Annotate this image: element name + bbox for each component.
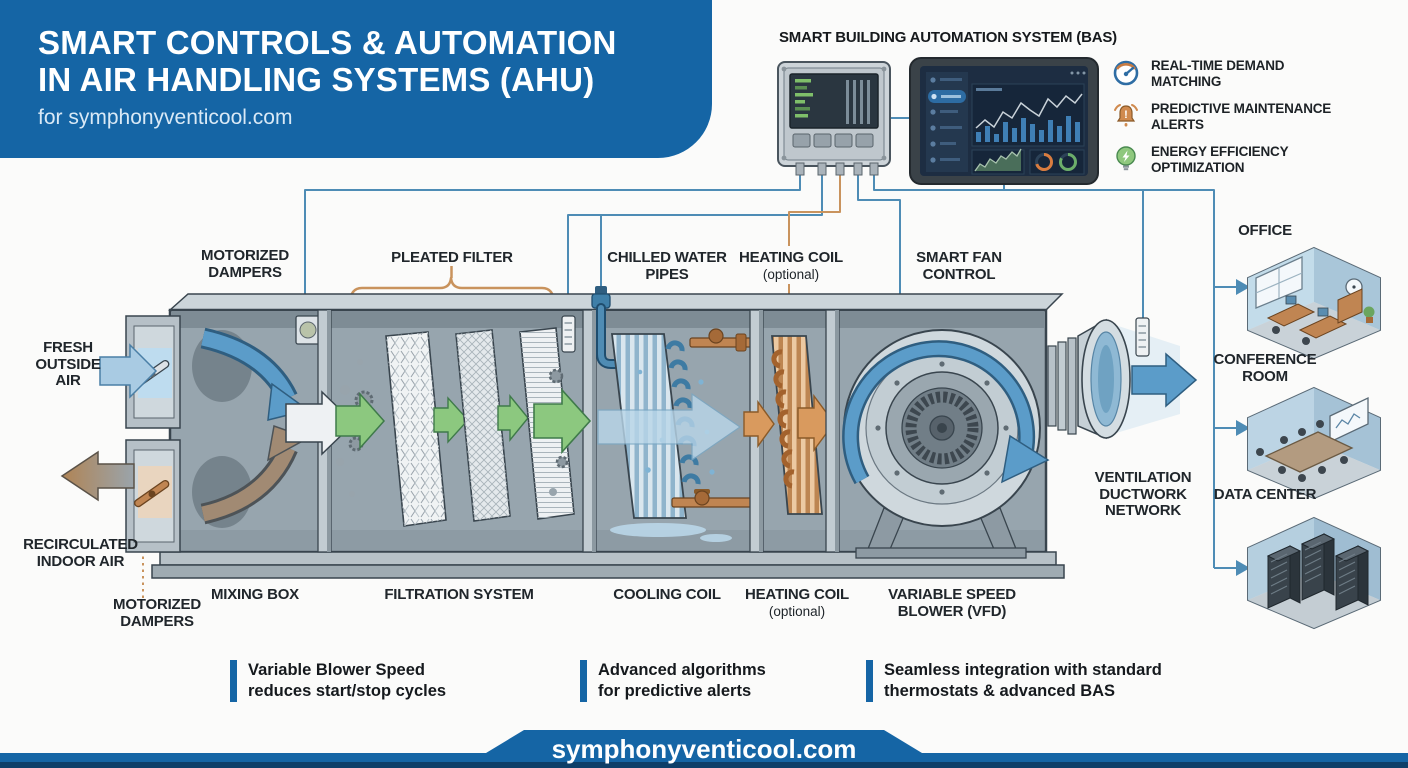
label-motorized-dampers-bottom: MOTORIZED DAMPERS [113,596,201,630]
room-datacenter-illustration [1247,516,1381,630]
mixing-box-section [192,315,321,528]
page-title: SMART CONTROLS & AUTOMATION IN AIR HANDL… [38,24,617,99]
bullet-bar [580,660,587,702]
heating-coil-section [743,335,835,515]
footer-banner [0,730,1408,768]
alert-bell-icon: ! [1112,102,1142,130]
feature-real-time-demand: REAL-TIME DEMAND MATCHING [1112,58,1362,90]
feature-predictive-maintenance: ! PREDICTIVE MAINTENANCE ALERTS [1112,101,1362,133]
label-room-office: OFFICE [1238,222,1292,239]
blower-section [842,329,1050,559]
feature-energy-efficiency: ENERGY EFFICIENCY OPTIMIZATION [1112,144,1362,176]
header-banner: SMART CONTROLS & AUTOMATION IN AIR HANDL… [0,0,712,158]
label-filtration-system: FILTRATION SYSTEM [384,586,534,603]
label-heating-coil-bottom: HEATING COIL (optional) [745,586,849,619]
label-recirculated-indoor-air: RECIRCULATED INDOOR AIR [23,536,138,570]
label-room-datacenter: DATA CENTER [1213,486,1317,503]
filtered-air-arrow [533,387,592,455]
label-motorized-dampers-top: MOTORIZED DAMPERS [201,247,289,281]
bullet-bar [230,660,237,702]
svg-text:!: ! [1124,109,1128,121]
label-cooling-coil: COOLING COIL [613,586,721,603]
label-pleated-filter: PLEATED FILTER [391,249,513,266]
fresh-air-arrow [99,343,158,399]
label-heating-coil-top: HEATING COIL (optional) [739,249,843,282]
page-subtitle: for symphonyventicool.com [38,105,293,129]
outlet-duct [1047,317,1198,440]
bullet-bar [866,660,873,702]
tablet-dashboard-illustration [909,57,1099,185]
ahu-unit [60,286,1065,579]
bas-title: SMART BUILDING AUTOMATION SYSTEM (BAS) [779,29,1117,46]
duct-sensor [561,315,576,353]
cooling-coil-section [591,286,761,542]
label-fresh-outside-air: FRESH OUTSIDE AIR [35,339,101,389]
label-variable-speed-blower: VARIABLE SPEED BLOWER (VFD) [888,586,1016,620]
gauge-icon [1112,59,1142,87]
bas-feature-list: REAL-TIME DEMAND MATCHING ! PREDICTIVE M… [1112,58,1362,187]
energy-bulb-icon [1112,145,1142,173]
label-ventilation-ductwork: VENTILATION DUCTWORK NETWORK [1094,469,1192,519]
footer-website: symphonyventicool.com [551,734,857,764]
label-smart-fan-control: SMART FAN CONTROL [916,249,1002,283]
label-room-conference: CONFERENCE ROOM [1213,351,1317,385]
label-chilled-water-pipes: CHILLED WATER PIPES [607,249,727,283]
room-conference-illustration [1247,386,1381,500]
supply-air-arrow [1131,352,1198,408]
recirculated-air-arrow [60,450,135,502]
control-panel-illustration [777,61,891,176]
label-mixing-box: MIXING BOX [210,586,299,603]
room-office-illustration [1247,246,1381,360]
